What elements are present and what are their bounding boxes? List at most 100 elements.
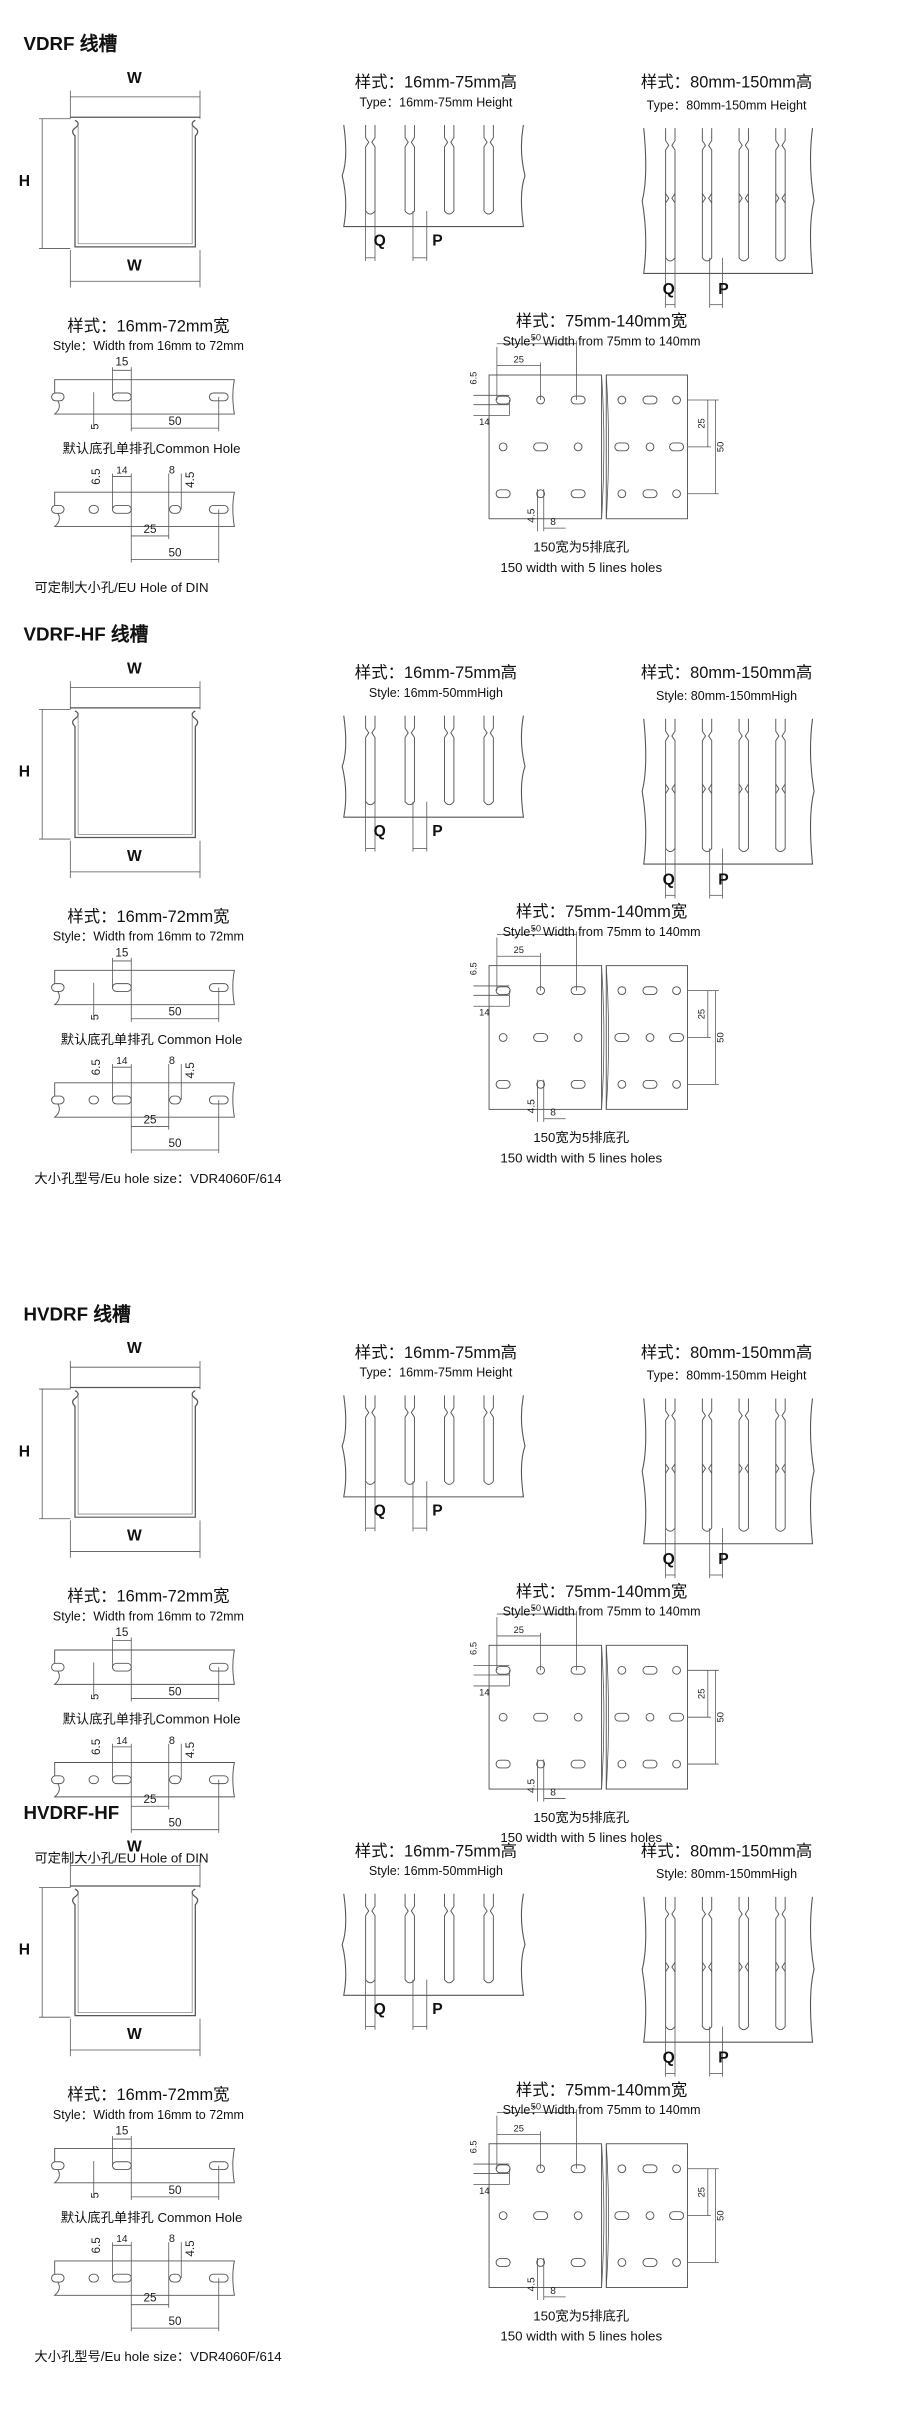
common-hole-strip: 15 5 50	[51, 1626, 235, 1702]
dim-6.5: 6.5	[469, 962, 479, 975]
hole	[573, 1033, 583, 1042]
dim-h: H	[18, 764, 31, 782]
hole	[169, 1775, 181, 1785]
hole	[536, 2258, 545, 2267]
high-height-slot-diagram	[641, 1896, 815, 2077]
dim-8: 8	[550, 1108, 556, 1119]
type-high-heading: 样式：80mm-150mm高	[640, 664, 813, 683]
dim-w-bottom: W	[126, 257, 142, 275]
hole	[112, 1095, 132, 1105]
dim-8: 8	[169, 1735, 175, 1747]
hole	[570, 1759, 586, 1769]
hole	[88, 2273, 99, 2283]
dim-50: 50	[531, 923, 541, 933]
dim-8: 8	[550, 517, 556, 528]
dim-25: 25	[143, 1793, 157, 1806]
dim-w-bottom: W	[126, 848, 142, 866]
dim-8: 8	[169, 464, 175, 476]
hole	[51, 1662, 65, 1672]
hole	[88, 505, 99, 514]
low-height-slot-diagram	[341, 1893, 526, 2030]
section-title: VDRF-HF 线槽	[23, 623, 149, 646]
hole	[672, 1080, 681, 1089]
dim-50: 50	[531, 2101, 541, 2111]
hole	[645, 442, 655, 452]
hole	[645, 2211, 655, 2220]
width-wide-subheading: Style：Width from 75mm to 140mm	[502, 925, 701, 940]
width-narrow-subheading: Style：Width from 16mm to 72mm	[52, 1609, 244, 1624]
five-rows-caption-cn: 150宽为5排底孔	[533, 2307, 630, 2324]
hole	[669, 2211, 685, 2220]
hole	[617, 395, 627, 405]
dim-p: P	[718, 871, 729, 890]
five-rows-caption-cn: 150宽为5排底孔	[533, 1809, 630, 1825]
width-narrow-heading: 样式：16mm-72mm宽	[67, 1587, 230, 1607]
dim-25: 25	[514, 1625, 524, 1635]
type-low-subheading: Style: 16mm-50mmHigh	[368, 1864, 503, 1879]
dim-50: 50	[715, 1032, 725, 1042]
hole	[614, 2211, 630, 2220]
hole	[495, 1759, 511, 1769]
dim-p: P	[432, 2001, 443, 2019]
dim-50: 50	[168, 546, 182, 559]
hole	[498, 1033, 508, 1042]
dim-8: 8	[550, 2286, 556, 2297]
dim-h: H	[18, 1942, 31, 1960]
dim-50: 50	[168, 1685, 182, 1698]
hole	[533, 1033, 549, 1042]
dim-q: Q	[373, 232, 386, 250]
type-high-subheading: Style: 80mm-150mmHigh	[656, 689, 798, 704]
five-rows-caption-cn: 150宽为5排底孔	[533, 539, 630, 555]
dim-6.5: 6.5	[90, 468, 103, 485]
type-low-heading: 样式：16mm-75mm高	[354, 73, 518, 93]
type-high-heading: 样式：80mm-150mm高	[640, 1343, 813, 1363]
hole	[495, 2164, 511, 2174]
low-height-slot-diagram	[341, 715, 526, 852]
hole	[498, 2211, 508, 2220]
dim-p: P	[432, 823, 443, 841]
dim-25: 25	[143, 523, 157, 536]
dim-w-top: W	[126, 1340, 142, 1358]
dim-25: 25	[514, 354, 524, 364]
hole	[533, 1712, 549, 1722]
hole	[614, 1712, 630, 1722]
dim-14: 14	[479, 417, 489, 427]
dim-25: 25	[143, 2292, 157, 2305]
dim-15: 15	[115, 1626, 129, 1639]
dim-w-top: W	[126, 1839, 142, 1857]
dim-50: 50	[531, 1603, 541, 1613]
hole	[570, 986, 586, 995]
dim-p: P	[432, 1503, 443, 1521]
hole	[642, 1080, 658, 1089]
dim-6.5: 6.5	[90, 1059, 103, 1076]
dim-w-top: W	[126, 660, 142, 679]
dim-p: P	[718, 281, 729, 299]
hole	[570, 489, 586, 499]
hole	[672, 1665, 681, 1675]
hole	[169, 2273, 181, 2283]
width-wide-subheading: Style：Width from 75mm to 140mm	[502, 2103, 701, 2118]
width-wide-heading: 样式：75mm-140mm宽	[515, 2081, 688, 2100]
hole	[617, 986, 627, 995]
hole	[672, 489, 681, 499]
hole	[669, 1712, 685, 1722]
hole	[672, 1759, 681, 1769]
dim-14: 14	[116, 465, 128, 476]
dim-15: 15	[115, 946, 129, 959]
dim-4.5: 4.5	[526, 508, 537, 522]
hole	[570, 1665, 586, 1675]
type-high-subheading: Type：80mm-150mm Height	[646, 98, 807, 113]
hole	[495, 1665, 511, 1675]
hole	[536, 489, 545, 499]
dim-5: 5	[89, 1694, 101, 1700]
type-high-heading: 样式：80mm-150mm高	[640, 1842, 813, 1861]
cross-section-drawing	[39, 1859, 201, 2057]
dim-50: 50	[168, 2184, 182, 2197]
